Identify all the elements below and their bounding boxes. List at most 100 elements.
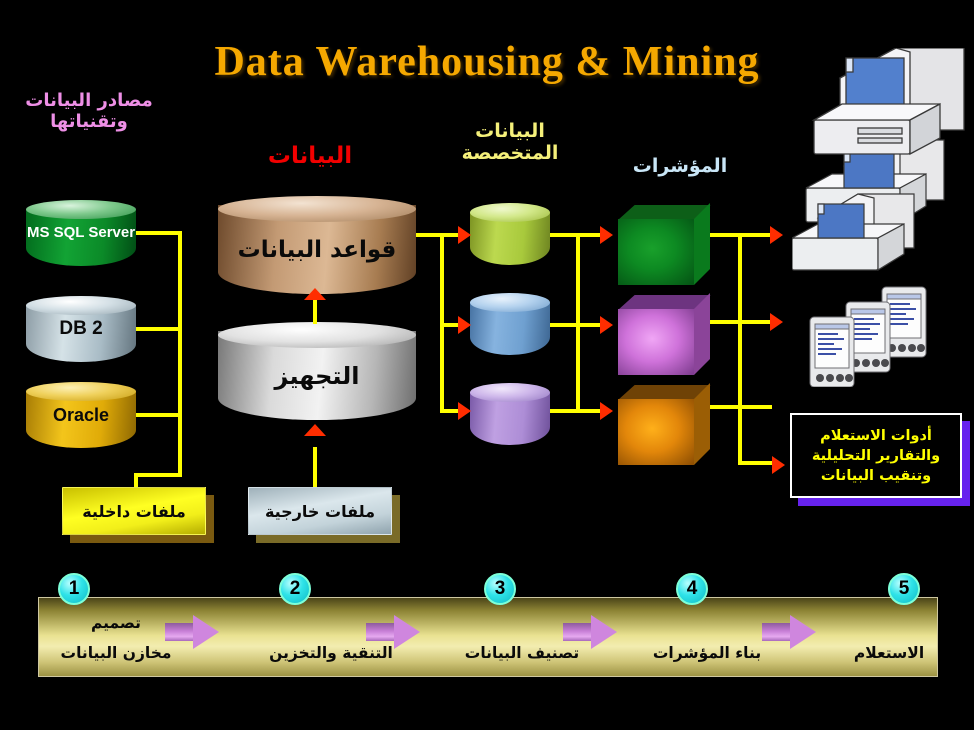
cube-face (618, 309, 694, 375)
cylinder-top (26, 200, 136, 219)
databases-label: قواعد البيانات (237, 236, 397, 263)
arrow-into-preparation (304, 424, 326, 436)
wire-spec-3 (440, 409, 462, 413)
arrow-head (394, 615, 420, 649)
databases-cylinder[interactable]: قواعد البيانات (218, 196, 416, 294)
arrow-tail (563, 623, 593, 641)
specialized-store-2[interactable] (470, 293, 550, 355)
indicator-cube-orange[interactable] (618, 383, 711, 465)
source-db-label: DB 2 (59, 318, 103, 340)
cube-side (694, 203, 710, 285)
query-tools-inner: أدوات الاستعلام والتقارير التحليلية وتنق… (790, 413, 962, 498)
query-tools-box[interactable]: أدوات الاستعلام والتقارير التحليلية وتنق… (790, 413, 970, 506)
step-arrow-3-to-4 (563, 615, 617, 649)
arrow-tail (366, 623, 396, 641)
internal-files-box[interactable]: ملفات داخلية (62, 487, 214, 543)
source-db-label: MS SQL Server (26, 224, 136, 242)
arrow-tail (165, 623, 195, 641)
step-label-1-line2: مخازن البيانات (60, 644, 172, 662)
query-tools-line-2: والتقارير التحليلية (811, 447, 941, 464)
preparation-label: التجهيز (274, 362, 360, 391)
indicator-cube-green[interactable] (618, 203, 711, 285)
wire-to-query-box (738, 461, 776, 465)
step-number-1[interactable]: 1 (58, 573, 90, 605)
preparation-cylinder[interactable]: التجهيز (218, 322, 416, 420)
step-number-3[interactable]: 3 (484, 573, 516, 605)
cylinder-top (26, 296, 136, 315)
arrow-into-query-tools (772, 456, 785, 474)
arrow-head (193, 615, 219, 649)
pda-3 (881, 286, 927, 358)
cylinder-top (26, 382, 136, 401)
wire-oracle-out (136, 413, 182, 417)
wire-output-bus (738, 233, 742, 465)
step-arrow-2-to-3 (366, 615, 420, 649)
query-tools-line-1: أدوات الاستعلام (820, 427, 932, 444)
external-files-label: ملفات خارجية (248, 487, 392, 535)
source-db-label: Oracle (52, 404, 110, 425)
caption-specialized-data: البيانات المتخصصة (461, 120, 559, 165)
source-db-db2[interactable]: DB 2 (26, 296, 136, 362)
wire-sources-to-internal (134, 473, 182, 477)
wire-sources-bus (178, 231, 182, 477)
arrow-into-specialized-2 (458, 316, 471, 334)
page-title: Data Warehousing & Mining (214, 39, 760, 85)
cube-face (618, 399, 694, 465)
step-label-3: تصنيف البيانات (464, 644, 580, 662)
cube-face (618, 219, 694, 285)
wire-db2-out (136, 327, 182, 331)
arrow-tail (762, 623, 792, 641)
arrow-into-cube-2 (600, 316, 613, 334)
caption-data-sources: مصادر البيانات وتقنياتها (25, 90, 153, 133)
query-tools-line-3: وتنقيب البيانات (820, 467, 932, 484)
pda-2 (845, 301, 891, 373)
pda-devices-illustration (809, 286, 927, 387)
cylinder-top (218, 322, 416, 348)
wire-cube-bus (576, 233, 580, 413)
internal-files-label: ملفات داخلية (62, 487, 206, 535)
desktop-computer-1 (811, 48, 965, 156)
source-db-mssql[interactable]: MS SQL Server (26, 200, 136, 266)
wire-external-up (313, 447, 317, 489)
arrow-into-cube-3 (600, 402, 613, 420)
caption-indicators: المؤشرات (632, 155, 728, 177)
cube-side (694, 293, 710, 375)
indicator-cube-magenta[interactable] (618, 293, 711, 375)
step-number-4[interactable]: 4 (676, 573, 708, 605)
source-db-oracle[interactable]: Oracle (26, 382, 136, 448)
cube-side (694, 383, 710, 465)
arrow-head (790, 615, 816, 649)
wire-spec-1 (440, 233, 462, 237)
cylinder-top (470, 383, 550, 402)
step-arrow-4-to-5 (762, 615, 816, 649)
arrow-head (591, 615, 617, 649)
arrow-into-computers (770, 226, 783, 244)
cylinder-top (470, 203, 550, 222)
wire-dbs-out (416, 233, 444, 237)
arrow-into-specialized-3 (458, 402, 471, 420)
step-label-1-line1: تصميم (91, 614, 141, 632)
arrow-into-pdas (770, 313, 783, 331)
arrow-into-databases (304, 288, 326, 300)
arrow-into-cube-1 (600, 226, 613, 244)
caption-data: البيانات (267, 143, 353, 169)
wire-spec-2 (440, 323, 462, 327)
specialized-store-1[interactable] (470, 203, 550, 265)
wire-mssql-out (136, 231, 182, 235)
step-number-2[interactable]: 2 (279, 573, 311, 605)
desktop-computer-2 (792, 193, 915, 272)
pda-1 (809, 316, 855, 387)
wire-internal-drop (134, 473, 138, 489)
wire-prep-to-dbs (313, 296, 317, 324)
step-arrow-1-to-2 (165, 615, 219, 649)
step-label-5: الاستعلام (853, 644, 925, 662)
computers-illustration (792, 48, 965, 272)
specialized-store-3[interactable] (470, 383, 550, 445)
step-label-4: بناء المؤشرات (652, 644, 762, 662)
cylinder-top (470, 293, 550, 312)
external-files-box[interactable]: ملفات خارجية (248, 487, 400, 543)
step-label-2: التنقية والتخزين (269, 644, 393, 662)
cylinder-top (218, 196, 416, 222)
step-number-5[interactable]: 5 (888, 573, 920, 605)
